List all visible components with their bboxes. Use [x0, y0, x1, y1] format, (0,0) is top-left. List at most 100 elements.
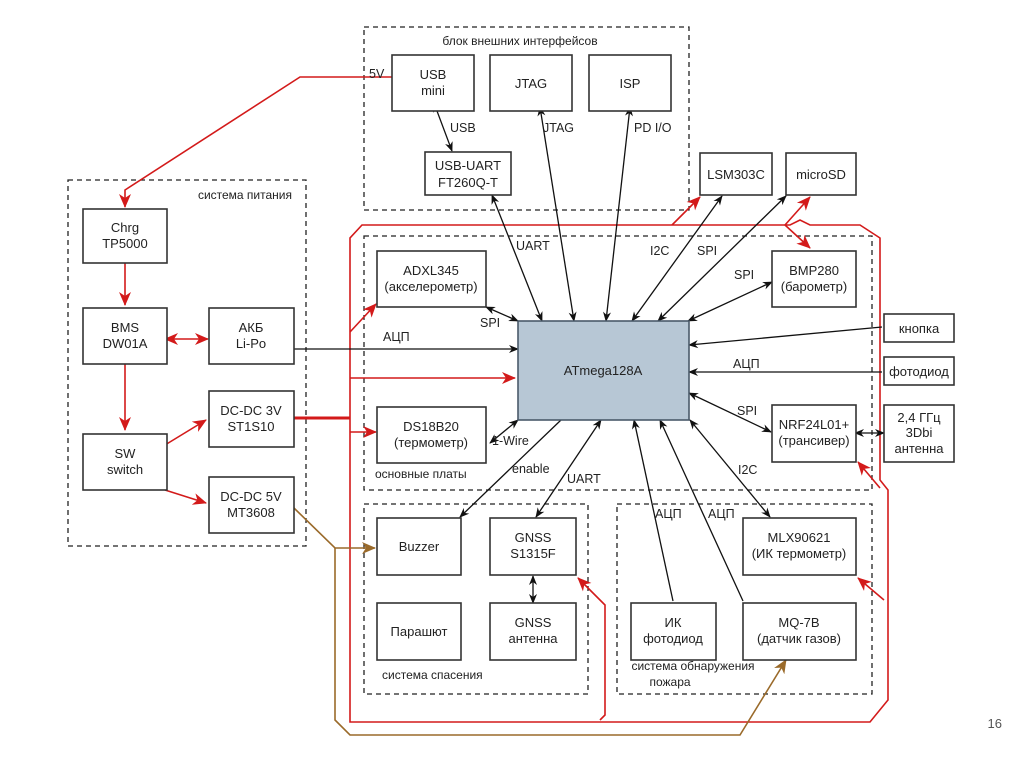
block-label: GNSS — [515, 615, 552, 630]
block-label: LSM303C — [707, 167, 765, 182]
block-label: MQ-7B — [778, 615, 819, 630]
block-label: DC-DC 3V — [220, 403, 282, 418]
block-label: Chrg — [111, 220, 139, 235]
block-label: антенна — [508, 631, 558, 646]
block-label: (ИК термометр) — [752, 546, 847, 561]
block-label: кнопка — [899, 321, 940, 336]
block-buzzer[interactable]: Buzzer — [376, 517, 462, 576]
block-switch[interactable]: SW switch — [82, 433, 168, 491]
block-ir-photodiode[interactable]: ИК фотодиод — [630, 602, 717, 661]
block-label: GNSS — [515, 530, 552, 545]
edge-label-1-wire: 1-Wire — [492, 434, 529, 448]
edge-label-spi: SPI — [734, 268, 754, 282]
block-label: BMP280 — [789, 263, 839, 278]
edge-label-5v: 5V — [369, 67, 385, 81]
edge-label-adc: АЦП — [383, 330, 410, 344]
block-gnss[interactable]: GNSS S1315F — [489, 517, 577, 576]
block-label: антенна — [894, 441, 944, 456]
block-label: TP5000 — [102, 236, 148, 251]
group-label: система обнаружения — [631, 659, 754, 673]
block-label: (барометр) — [781, 279, 847, 294]
block-label: SW — [115, 446, 137, 461]
block-label: NRF24L01+ — [779, 417, 849, 432]
block-label: JTAG — [515, 76, 547, 91]
block-battery[interactable]: АКБ Li-Po — [208, 307, 295, 365]
edge-label-pd-io: PD I/O — [634, 121, 672, 135]
block-label: switch — [107, 462, 143, 477]
block-nrf24l01[interactable]: NRF24L01+ (трансивер) — [771, 404, 857, 463]
block-label: (трансивер) — [778, 433, 849, 448]
group-label: система спасения — [382, 668, 483, 682]
block-bms[interactable]: BMS DW01A — [82, 307, 168, 365]
edge-label-uart: UART — [516, 239, 550, 253]
block-label: microSD — [796, 167, 846, 182]
block-usb-mini[interactable]: USB mini — [391, 54, 475, 112]
block-microsd[interactable]: microSD — [785, 152, 857, 196]
edge-label-enable: enable — [512, 462, 550, 476]
block-ds18b20[interactable]: DS18B20 (термометр) — [376, 406, 487, 464]
group-rescue-system: система спасения — [363, 503, 589, 695]
block-label: (датчик газов) — [757, 631, 841, 646]
block-label: USB-UART — [435, 158, 501, 173]
block-label: ISP — [620, 76, 641, 91]
edge-label-spi: SPI — [480, 316, 500, 330]
block-label: USB — [420, 67, 447, 82]
edge-label-i2c: I2C — [650, 244, 669, 258]
block-label: S1315F — [510, 546, 556, 561]
block-label: FT260Q-T — [438, 175, 498, 190]
edge-labels: 5V USB JTAG PD I/O UART I2C SPI SPI SPI … — [369, 67, 760, 521]
page-number: 16 — [987, 716, 1002, 731]
block-charger[interactable]: Chrg TP5000 — [82, 208, 168, 264]
block-label: DS18B20 — [403, 419, 459, 434]
signal-lines — [294, 102, 885, 604]
block-label: BMS — [111, 320, 140, 335]
block-isp[interactable]: ISP — [588, 54, 672, 112]
block-label: фотодиод — [889, 364, 949, 379]
edge-label-adc: АЦП — [708, 507, 735, 521]
block-label: ST1S10 — [228, 419, 275, 434]
block-dcdc-3v[interactable]: DC-DC 3V ST1S10 — [208, 390, 295, 448]
edge-label-jtag: JTAG — [543, 121, 574, 135]
group-label: блок внешних интерфейсов — [442, 34, 597, 48]
block-bmp280[interactable]: BMP280 (барометр) — [771, 250, 857, 308]
block-label: ИК — [665, 615, 682, 630]
edge-label-i2c: I2C — [738, 463, 757, 477]
block-parachute[interactable]: Парашют — [376, 602, 462, 661]
group-label: пожара — [649, 675, 690, 689]
block-mq-7b[interactable]: MQ-7B (датчик газов) — [742, 602, 857, 661]
block-label: MLX90621 — [768, 530, 831, 545]
block-label: 2,4 ГГц — [897, 410, 941, 425]
block-label: ADXL345 — [403, 263, 459, 278]
block-label: Buzzer — [399, 539, 440, 554]
block-label: DC-DC 5V — [220, 489, 282, 504]
edge-label-adc: АЦП — [655, 507, 682, 521]
edge-label-spi: SPI — [737, 404, 757, 418]
5v-lines — [293, 507, 787, 736]
block-photodiode[interactable]: фотодиод — [883, 356, 955, 386]
block-label: фотодиод — [643, 631, 703, 646]
block-label: mini — [421, 83, 445, 98]
group-power-system: система питания — [67, 179, 307, 547]
block-mlx90621[interactable]: MLX90621 (ИК термометр) — [742, 517, 857, 576]
block-label: Парашют — [391, 624, 448, 639]
block-lsm303c[interactable]: LSM303C — [699, 152, 773, 196]
block-usb-uart[interactable]: USB-UART FT260Q-T — [424, 151, 512, 196]
block-gnss-antenna[interactable]: GNSS антенна — [489, 602, 577, 661]
block-atmega128a[interactable]: ATmega128A — [517, 320, 690, 421]
block-adxl345[interactable]: ADXL345 (акселерометр) — [376, 250, 487, 308]
block-antenna-2-4ghz[interactable]: 2,4 ГГц 3Dbi антенна — [883, 404, 955, 463]
block-label: DW01A — [103, 336, 148, 351]
block-jtag[interactable]: JTAG — [489, 54, 573, 112]
block-dcdc-5v[interactable]: DC-DC 5V MT3608 — [208, 476, 295, 534]
block-label: АКБ — [239, 320, 264, 335]
block-label: MT3608 — [227, 505, 275, 520]
block-button[interactable]: кнопка — [883, 313, 955, 343]
edge-label-spi: SPI — [697, 244, 717, 258]
group-label: основные платы — [375, 467, 467, 481]
block-label: (термометр) — [394, 435, 468, 450]
block-label: Li-Po — [236, 336, 266, 351]
block-label: 3Dbi — [906, 425, 933, 440]
edge-label-adc: АЦП — [733, 357, 760, 371]
edge-label-uart: UART — [567, 472, 601, 486]
